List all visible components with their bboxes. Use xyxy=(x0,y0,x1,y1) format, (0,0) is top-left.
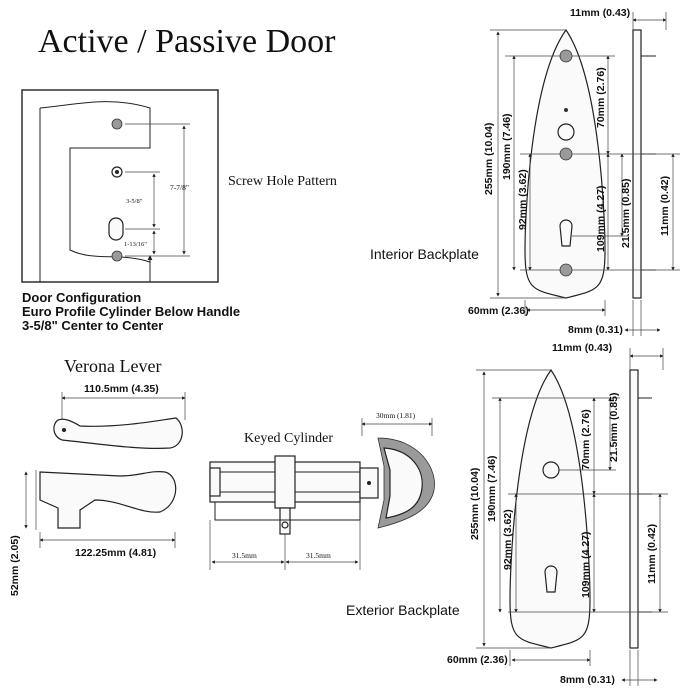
interior-screw-bottom xyxy=(559,263,573,277)
page-title: Active / Passive Door xyxy=(38,23,336,60)
ext-dim-109: 109mm (4.27) xyxy=(580,531,592,598)
screw-hole-top xyxy=(111,118,123,130)
screw-hole-pattern: 7-7/8" 3-5/8" 1-13/16" xyxy=(21,89,219,283)
ext-dim-190: 190mm (7.46) xyxy=(486,455,498,522)
cyl-dim-left: 31.5mm xyxy=(232,551,257,560)
int-dim-70: 70mm (2.76) xyxy=(595,67,607,128)
int-dim-top-offset: 11mm (0.43) xyxy=(570,7,630,19)
int-dim-109: 109mm (4.27) xyxy=(595,185,607,252)
exterior-plate-outline xyxy=(509,368,591,649)
cyl-dim-knob: 30mm (1.81) xyxy=(376,411,416,420)
lever-dim-top-length: 110.5mm (4.35) xyxy=(84,383,159,395)
door-config-line-2: Euro Profile Cylinder Below Handle xyxy=(22,304,240,319)
lever-side-view xyxy=(39,470,177,529)
verona-lever xyxy=(24,392,186,548)
exterior-euro-cutout xyxy=(544,565,558,593)
keyed-cylinder xyxy=(209,418,435,570)
screw-hole-frame xyxy=(21,89,219,283)
lever-top-view xyxy=(53,417,183,449)
ext-dim-top-offset: 11mm (0.43) xyxy=(552,342,612,354)
int-dim-11: 11mm (0.42) xyxy=(659,176,671,236)
dim-lower: 1-13/16" xyxy=(124,241,147,248)
ext-dim-92: 92mm (3.62) xyxy=(502,509,514,570)
door-config-line-3: 3-5/8" Center to Center xyxy=(22,318,163,333)
interior-screw-top xyxy=(559,49,573,63)
keyed-cylinder-label: Keyed Cylinder xyxy=(244,431,333,446)
ext-dim-height: 255mm (10.04) xyxy=(469,468,481,540)
cylinder-cam-base xyxy=(279,507,291,535)
interior-side-profile xyxy=(632,29,642,299)
interior-backplate xyxy=(490,12,680,336)
exterior-backplate-label: Exterior Backplate xyxy=(346,602,460,618)
int-dim-190: 190mm (7.46) xyxy=(501,113,513,180)
ext-dim-21: 21.5mm (0.85) xyxy=(608,393,620,462)
int-dim-height: 255mm (10.04) xyxy=(483,123,495,195)
verona-lever-label: Verona Lever xyxy=(64,356,161,376)
interior-screw-middle xyxy=(559,147,573,161)
screw-hole-pattern-label: Screw Hole Pattern xyxy=(228,174,337,189)
cyl-dim-right: 31.5mm xyxy=(306,551,331,560)
cylinder-set-screw xyxy=(281,521,289,529)
interior-spindle-hole xyxy=(557,123,575,141)
door-edge-profile xyxy=(39,101,151,282)
ext-dim-70: 70mm (2.76) xyxy=(580,409,592,470)
cylinder-slot xyxy=(108,217,124,241)
int-dim-92: 92mm (3.62) xyxy=(517,169,529,230)
cylinder-cam xyxy=(274,455,296,509)
lever-dim-length: 122.25mm (4.81) xyxy=(75,547,156,559)
door-config-line-1: Door Configuration xyxy=(22,290,141,305)
lever-dim-height: 52mm (2.05) xyxy=(9,535,21,596)
exterior-spindle-hole xyxy=(542,461,560,479)
exterior-side-profile xyxy=(629,369,639,649)
dim-overall: 7-7/8" xyxy=(170,183,189,192)
int-dim-21: 21.5mm (0.85) xyxy=(620,179,632,248)
int-dim-depth: 8mm (0.31) xyxy=(568,324,623,336)
cylinder-bottom-profile xyxy=(214,502,361,521)
interior-backplate-label: Interior Backplate xyxy=(370,246,479,262)
screw-hole-bottom xyxy=(111,250,123,262)
dim-center: 3-5/8" xyxy=(126,198,143,205)
exterior-backplate xyxy=(476,348,668,686)
ext-dim-width: 60mm (2.36) xyxy=(447,654,508,666)
interior-plate-outline xyxy=(524,28,606,299)
interior-euro-cutout xyxy=(559,219,573,247)
ext-dim-11: 11mm (0.42) xyxy=(646,524,658,584)
ext-dim-depth: 8mm (0.31) xyxy=(560,674,615,686)
int-dim-width: 60mm (2.36) xyxy=(468,305,529,317)
